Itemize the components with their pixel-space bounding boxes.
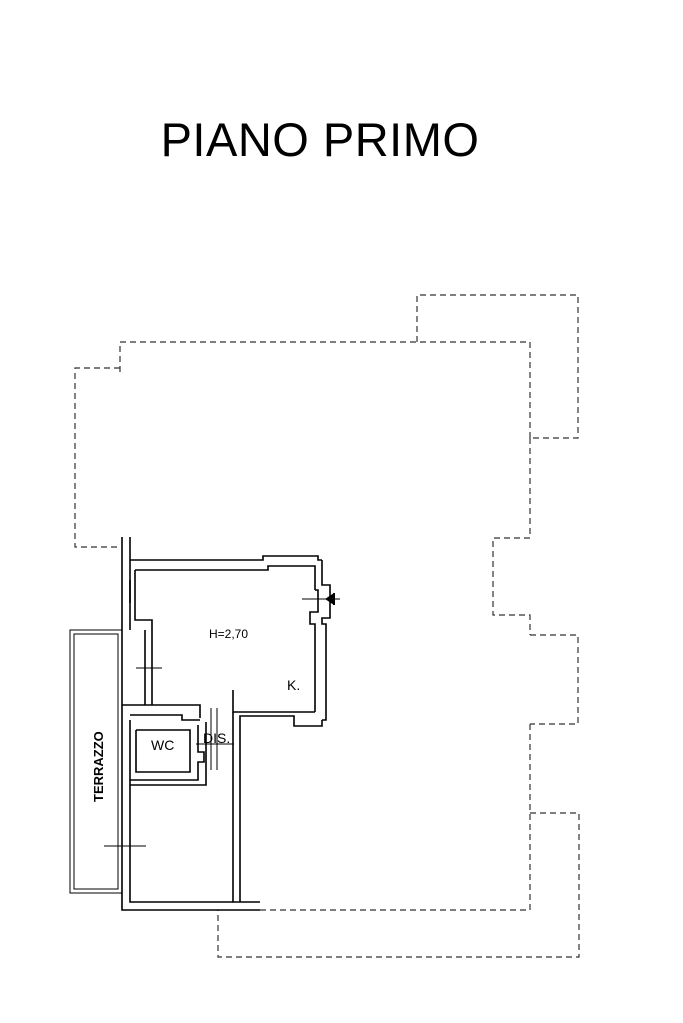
room-label-dis: DIS. — [203, 730, 230, 746]
room-label-wc: WC — [151, 737, 174, 753]
entrance-arrow-icon — [325, 593, 335, 605]
room-label-kitchen: K. — [287, 677, 300, 693]
plan-title: PIANO PRIMO — [160, 113, 480, 166]
room-label-terrace: TERRAZZO — [91, 731, 106, 802]
building-outline-dashed — [74, 294, 580, 958]
height-label: H=2,70 — [209, 627, 248, 641]
apartment-walls — [104, 537, 340, 911]
